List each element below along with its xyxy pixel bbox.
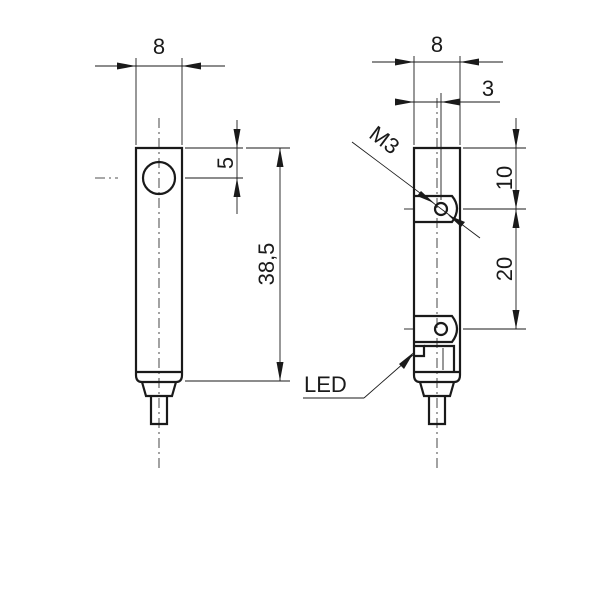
body-length-label: 38,5: [254, 243, 279, 286]
side-offset-label: 3: [482, 76, 494, 101]
body-length-dimension: 38,5: [185, 147, 290, 382]
side-gland: [418, 381, 456, 398]
front-view: [95, 118, 184, 470]
led-callout: LED: [303, 352, 414, 399]
side-upper-boss: [414, 194, 459, 224]
side-width-dimension: 8: [372, 32, 503, 145]
side-cable: [427, 396, 447, 426]
front-cable: [149, 396, 169, 426]
side-lower-boss: [414, 314, 459, 344]
side-lower-detail: [424, 344, 456, 372]
hole-offset-label: 5: [213, 157, 238, 169]
hole-offset-dimension: 5: [185, 120, 243, 214]
side-upper-hole: [433, 201, 449, 217]
top-to-hole-label: 10: [492, 166, 517, 190]
side-width-label: 8: [431, 32, 443, 57]
led-label: LED: [304, 372, 347, 397]
hole-spacing-label: 20: [492, 257, 517, 281]
front-width-label: 8: [153, 34, 165, 59]
hole-spacing-dimension: 20: [463, 209, 526, 330]
front-mounting-hole: [141, 160, 177, 196]
front-gland: [140, 381, 178, 398]
side-lower-hole: [433, 321, 449, 337]
front-width-dimension: 8: [95, 34, 225, 145]
side-led-window: [414, 344, 426, 358]
top-to-hole-dimension: 10: [463, 118, 526, 210]
side-offset-dimension: 3: [395, 76, 500, 200]
side-view: [404, 98, 462, 470]
thread-label: M3: [365, 121, 404, 159]
